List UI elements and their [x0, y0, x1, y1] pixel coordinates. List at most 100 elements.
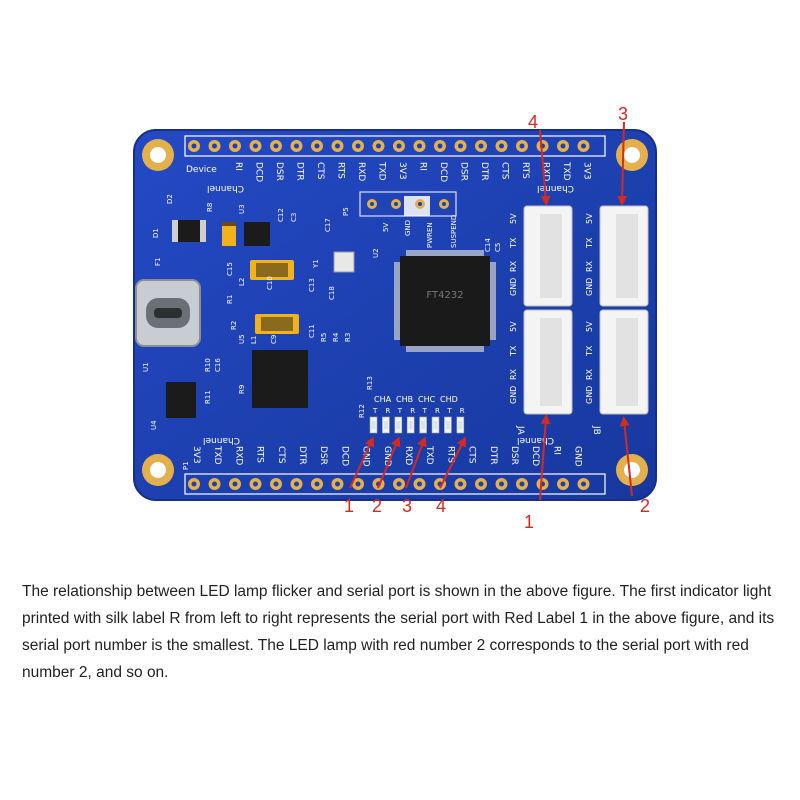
component-label: C3 — [290, 213, 298, 222]
header-top-label: RTS — [520, 162, 530, 179]
header-bottom-label: TXD — [424, 445, 434, 465]
connector-pin-label: RX — [585, 368, 594, 380]
p5-header — [359, 191, 457, 217]
header-top-label: DSR — [459, 162, 469, 181]
header-bottom-label: RXD — [403, 446, 413, 465]
header-top-label: DTR — [479, 162, 489, 181]
led-sublabel: R — [410, 407, 415, 415]
component-label: R12 — [358, 404, 366, 418]
component-label: P5 — [342, 207, 350, 216]
led-lamps — [369, 416, 465, 434]
component-label: R4 — [332, 332, 340, 342]
connector-pin-label: TX — [509, 345, 518, 357]
component-label: C17 — [324, 218, 332, 232]
component-label: SUSPEND — [450, 215, 458, 248]
connectors — [523, 205, 649, 415]
components — [166, 196, 430, 418]
header-bottom-labels: 3V3TXDRXDRTSCTSDTRDSRDCDGNDGNDRXDTXDRTSC… — [191, 445, 583, 467]
header-top-label: CTS — [500, 162, 510, 180]
header-top-outline — [184, 135, 606, 157]
led-arrow-1 — [349, 436, 375, 489]
connector-pin-label: TX — [585, 345, 594, 357]
connector-pin-label: GND — [509, 386, 518, 404]
component-label: L2 — [238, 278, 246, 286]
connector-pin-label: RX — [509, 368, 518, 380]
header-bottom-label: RTS — [255, 446, 265, 463]
header-bottom-label: DSR — [318, 446, 328, 465]
device-label: Device — [186, 165, 217, 175]
channel-label-top-right: Channel — [537, 183, 574, 193]
led-number-3: 3 — [402, 496, 412, 516]
channel-label-bottom-left: Channel — [203, 435, 240, 445]
header-top-label: RXD — [356, 162, 366, 181]
led-channel-label: CHC — [418, 395, 436, 404]
component-label: D2 — [166, 194, 174, 204]
connector-pin-label: TX — [585, 237, 594, 249]
connector-pin-label: 5V — [585, 213, 594, 224]
header-bottom-label: DCD — [530, 446, 540, 466]
annotation-arrows — [349, 121, 633, 501]
led-channel-label: CHD — [440, 395, 458, 404]
header-top-label: 3V3 — [397, 162, 407, 180]
header-bottom-pads — [188, 478, 590, 490]
connector-pin-label: GND — [585, 386, 594, 404]
component-label: R8 — [206, 203, 214, 212]
port-number-4: 4 — [528, 112, 538, 132]
header-bottom-label: RI — [551, 446, 561, 455]
header-top-label: RI — [233, 162, 243, 171]
component-label: 5V — [382, 223, 390, 232]
connector-pin-label: GND — [509, 278, 518, 296]
header-bottom-label: RXD — [233, 446, 243, 465]
connector-pin-label: RX — [509, 260, 518, 272]
header-top-label: DSR — [274, 162, 284, 181]
header-bottom-label: RTS — [445, 446, 455, 463]
header-top-label: TXD — [377, 161, 387, 181]
component-label: C16 — [214, 358, 222, 372]
component-label: R3 — [344, 333, 352, 342]
header-bottom-label: 3V3 — [191, 446, 201, 464]
port-number-2: 2 — [640, 496, 650, 516]
component-label: PWREN — [426, 222, 434, 248]
connector-label-jb: JB — [591, 425, 601, 435]
header-bottom-label: CTS — [467, 446, 477, 464]
led-number-1: 1 — [344, 496, 354, 516]
header-top-label: RTS — [336, 162, 346, 179]
port-arrow-1 — [539, 414, 551, 501]
component-label: R1 — [226, 295, 234, 304]
header-top-label: 3V3 — [582, 162, 592, 180]
component-label: R10 — [204, 358, 212, 372]
component-label: C5 — [494, 243, 502, 252]
connector-pin-label: TX — [509, 237, 518, 249]
component-label: Y1 — [312, 259, 320, 269]
led-number-2: 2 — [372, 496, 382, 516]
connector-pin-label: 5V — [509, 321, 518, 332]
component-label: R5 — [320, 333, 328, 342]
component-label: P1 — [182, 461, 190, 470]
header-top-label: DCD — [254, 162, 264, 182]
led-channel-label: CHB — [396, 395, 413, 404]
port-number-3: 3 — [618, 104, 628, 124]
component-label: R9 — [238, 385, 246, 394]
component-label: C12 — [277, 208, 285, 222]
port-number-1: 1 — [524, 512, 534, 532]
component-label: U1 — [142, 362, 150, 372]
header-top-label: DCD — [438, 162, 448, 182]
component-label: C14 — [484, 238, 492, 252]
channel-label-bottom-right: Channel — [517, 435, 554, 445]
led-sublabel: T — [372, 407, 378, 415]
header-bottom-label: DSR — [509, 446, 519, 465]
header-bottom-outline — [184, 473, 606, 495]
component-label: R2 — [230, 321, 238, 330]
header-bottom-label: DTR — [297, 446, 307, 465]
led-sublabel: T — [397, 407, 403, 415]
component-label: C13 — [308, 278, 316, 292]
header-top-label: RI — [418, 162, 428, 171]
connector-pin-label: RX — [585, 260, 594, 272]
led-number-4: 4 — [436, 496, 446, 516]
header-top-pads — [188, 140, 590, 152]
